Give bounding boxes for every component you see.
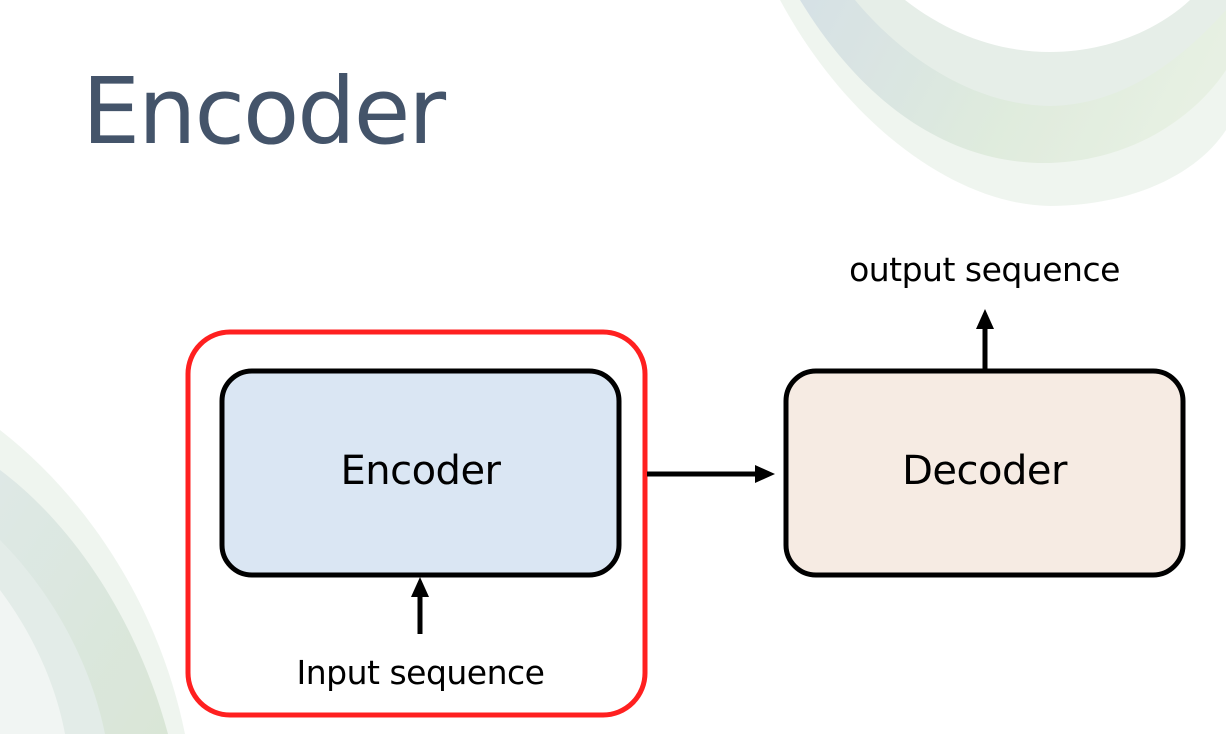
encoder-highlight-frame <box>185 329 648 718</box>
encoder-to-decoder-arrow <box>647 465 775 483</box>
bottom-left-arc <box>0 430 185 734</box>
decoder-box[interactable] <box>783 368 1186 578</box>
slide-title: Encoder <box>82 58 446 165</box>
output-arrow <box>976 309 994 369</box>
encoder-label: Encoder <box>340 448 501 494</box>
output-sequence-label: output sequence <box>849 250 1120 289</box>
encoder-box[interactable] <box>219 368 622 578</box>
top-right-arc <box>780 0 1226 206</box>
decoder-label: Decoder <box>902 448 1067 494</box>
input-sequence-label: Input sequence <box>296 653 545 692</box>
input-arrow <box>411 577 429 634</box>
